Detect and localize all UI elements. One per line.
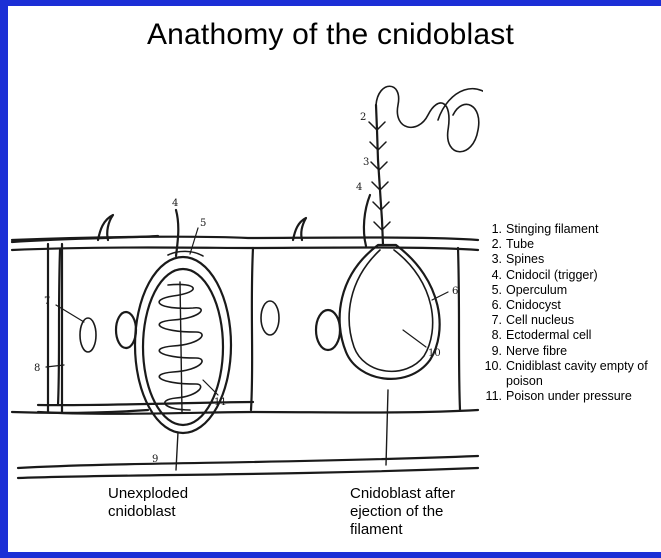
left-cnidocil <box>176 210 178 256</box>
left-cnidocyst-nucleus <box>116 312 136 348</box>
legend-item: 3. Spines <box>484 252 656 267</box>
legend-number: 9. <box>484 344 502 359</box>
legend-item: 8. Ectodermal cell <box>484 328 656 343</box>
legend-text: Cnidocil (trigger) <box>506 268 656 283</box>
caption-unexploded: Unexploded cnidoblast <box>108 485 188 521</box>
legend-item: 10.Cnidiblast cavity empty of poison <box>484 359 656 389</box>
surface-line-inner <box>12 248 478 251</box>
legend-item: 5. Operculum <box>484 283 656 298</box>
pointer-11 <box>203 380 218 395</box>
cell-divider-left <box>58 250 60 405</box>
legend-number: 2. <box>484 237 502 252</box>
pointer-10 <box>403 330 426 347</box>
legend-number: 11. <box>484 389 502 404</box>
legend-item: 6. Cnidocyst <box>484 298 656 313</box>
slide-border-top <box>0 0 661 6</box>
diagram-label-4-left: 4 <box>172 198 178 209</box>
slide-border-bottom <box>0 552 661 558</box>
diagram-label-9: 9 <box>152 454 158 465</box>
diagram-label-2: 2 <box>360 112 366 123</box>
legend-number: 10. <box>484 359 502 389</box>
legend-text: Poison under pressure <box>506 389 656 404</box>
pointer-5 <box>190 228 198 254</box>
legend-text: Cnidocyst <box>506 298 656 313</box>
pointer-7 <box>56 305 84 322</box>
cnidoblast-diagram: 1 2 3 4 4 5 6 7 8 9 10 11 <box>8 60 483 485</box>
legend-number: 8. <box>484 328 502 343</box>
diagram-label-11: 11 <box>214 397 227 408</box>
legend-text: Cell nucleus <box>506 313 656 328</box>
base-line-1 <box>18 456 478 468</box>
legend-item: 1. Stinging filament <box>484 222 656 237</box>
legend-item: 2. Tube <box>484 237 656 252</box>
legend-text: Operculum <box>506 283 656 298</box>
legend-text: Cnidiblast cavity empty of poison <box>506 359 656 389</box>
diagram-label-3: 3 <box>363 157 369 168</box>
legend-number: 7. <box>484 313 502 328</box>
stinging-filament <box>376 86 483 152</box>
coil-axis <box>180 282 182 412</box>
diagram-label-7: 7 <box>44 296 50 307</box>
cell-divider-mid <box>251 248 253 410</box>
legend-text: Spines <box>506 252 656 267</box>
left-cell-nucleus <box>80 318 96 352</box>
legend-list: 1. Stinging filament 2. Tube 3. Spines 4. Cn… <box>484 222 656 404</box>
diagram-label-10: 10 <box>428 348 441 359</box>
legend-number: 4. <box>484 268 502 283</box>
right-cnidocyst <box>340 245 440 379</box>
right-cnidocyst-nucleus <box>316 310 340 350</box>
legend-text: Tube <box>506 237 656 252</box>
cell-divider-right <box>458 248 460 410</box>
diagram-label-4-right: 4 <box>356 182 362 193</box>
legend-number: 6. <box>484 298 502 313</box>
base-line-2 <box>18 468 478 478</box>
legend-item: 7. Cell nucleus <box>484 313 656 328</box>
diagram-label-5: 5 <box>200 218 206 229</box>
diagram-label-8: 8 <box>34 363 40 374</box>
legend-number: 5. <box>484 283 502 298</box>
legend-number: 3. <box>484 252 502 267</box>
legend-text: Nerve fibre <box>506 344 656 359</box>
legend-text: Ectodermal cell <box>506 328 656 343</box>
caption-ejected: Cnidoblast after ejection of the filamen… <box>350 485 455 539</box>
legend-number: 1. <box>484 222 502 237</box>
slide-title: Anathomy of the cnidoblast <box>0 18 661 52</box>
legend-item: 4. Cnidocil (trigger) <box>484 268 656 283</box>
left-cnidocyst-inner <box>143 269 223 425</box>
right-cell-nucleus <box>261 301 279 335</box>
legend-item: 9. Nerve fibre <box>484 344 656 359</box>
diagram-label-6: 6 <box>452 286 458 297</box>
nerve-fibre-right <box>386 390 388 465</box>
legend-text: Stinging filament <box>506 222 656 237</box>
left-operculum <box>168 251 203 256</box>
legend-item: 11. Poison under pressure <box>484 389 656 404</box>
slide-border-left <box>0 0 8 558</box>
